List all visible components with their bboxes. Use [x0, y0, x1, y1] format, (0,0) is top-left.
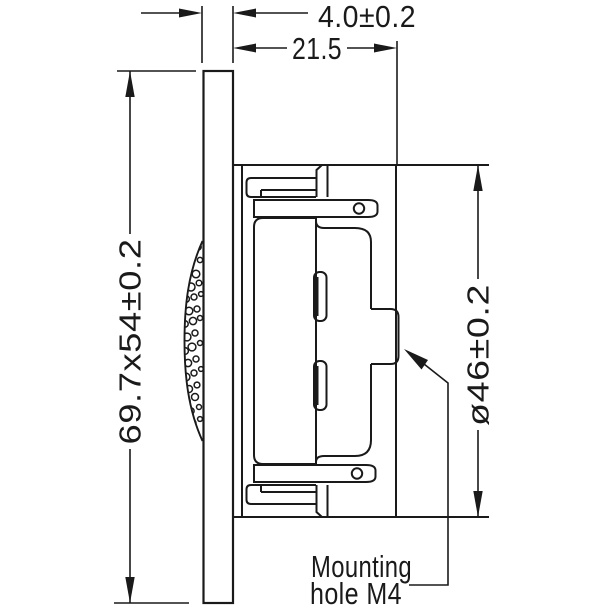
faceplate-flange	[202, 69, 235, 605]
extension-lines	[201, 6, 234, 63]
terminal-hole-top	[352, 202, 366, 215]
dimension-body-diameter: ø46±0.2	[461, 165, 496, 517]
arrow-up-icon	[125, 71, 135, 97]
arrow-right-icon	[374, 43, 397, 53]
clamp-bracket-bottom-step	[260, 486, 316, 493]
housing-front	[253, 217, 316, 465]
clamp-leg-bottom	[315, 485, 329, 518]
dimension-depth: 21.5	[233, 31, 398, 165]
arrow-left-icon	[233, 43, 256, 53]
speaker-body	[233, 164, 489, 518]
mounting-hole-label-line1: Mounting	[311, 549, 412, 584]
body-outline	[233, 164, 489, 518]
arrow-right-icon	[179, 8, 202, 18]
arrow-up-icon	[473, 165, 483, 191]
arrow-down-icon	[125, 577, 135, 603]
housing-rib-bottom	[313, 360, 328, 411]
dome-outline	[183, 240, 204, 442]
terminal-tab-bottom	[253, 464, 377, 483]
clamp-bracket-top	[245, 177, 316, 198]
mounting-boss	[371, 308, 400, 365]
leader-mounting-hole: Mounting hole M4	[310, 349, 449, 610]
terminal-tab-top	[253, 199, 379, 218]
clamp-leg-top	[315, 164, 329, 197]
dimension-flange-thickness: 4.0±0.2	[141, 0, 416, 63]
clamp-bracket-top-step	[260, 189, 316, 196]
housing-bottom-shoulder	[315, 364, 372, 465]
body-diameter-label: ø46±0.2	[461, 284, 496, 426]
dome-texture	[184, 243, 203, 437]
flange-outline	[202, 69, 235, 605]
dome-diaphragm	[183, 240, 204, 442]
dimension-faceplate: 69.7x54±0.2	[113, 70, 196, 604]
housing-rib-top	[313, 271, 328, 322]
terminal-hole-bottom	[350, 467, 364, 480]
mounting-hole-label-line2: hole M4	[310, 576, 402, 610]
leader-arrow-icon	[404, 349, 428, 370]
arrow-left-icon	[233, 8, 256, 18]
leader-line	[409, 363, 449, 586]
housing-top-shoulder	[315, 220, 372, 309]
faceplate-label: 69.7x54±0.2	[113, 239, 148, 445]
depth-label: 21.5	[292, 31, 342, 66]
arrow-down-icon	[473, 491, 483, 517]
flange-thickness-label: 4.0±0.2	[318, 0, 416, 34]
clamp-bracket-bottom	[245, 484, 316, 505]
